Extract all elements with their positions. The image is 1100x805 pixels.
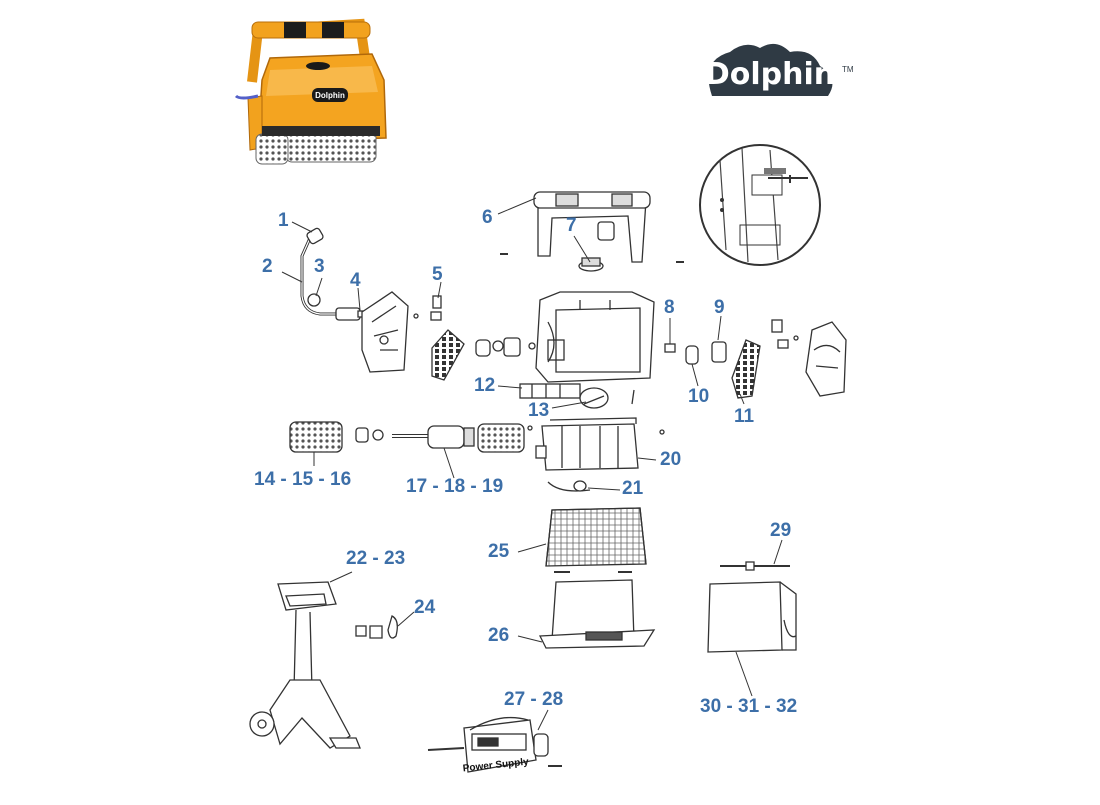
callout-5: 5 <box>432 264 443 285</box>
callout-30-31-32: 30 - 31 - 32 <box>700 696 798 717</box>
callout-4: 4 <box>350 270 361 291</box>
callout-10: 10 <box>688 386 710 407</box>
callout-8: 8 <box>664 297 675 318</box>
callout-25: 25 <box>488 541 510 562</box>
callout-29: 29 <box>770 520 792 541</box>
callout-11: 11 <box>734 406 755 427</box>
callout-1: 1 <box>278 210 289 231</box>
callout-12: 12 <box>474 375 496 396</box>
callout-7: 7 <box>566 215 577 236</box>
dolphin-logo: Dolphin TM <box>705 43 854 96</box>
callout-13: 13 <box>528 400 550 421</box>
line-art-parts <box>249 191 847 773</box>
leader-lines <box>281 197 783 731</box>
logo-wordmark: Dolphin <box>705 57 835 92</box>
callout-22-23: 22 - 23 <box>346 548 406 569</box>
detail-inset-circle <box>699 144 821 266</box>
callout-14-15-16: 14 - 15 - 16 <box>254 469 352 490</box>
callout-21: 21 <box>622 478 644 499</box>
callout-20: 20 <box>660 449 682 470</box>
callout-17-18-19: 17 - 18 - 19 <box>406 476 504 497</box>
callout-6: 6 <box>482 207 493 228</box>
callout-9: 9 <box>714 297 725 318</box>
callout-26: 26 <box>488 625 510 646</box>
callout-24: 24 <box>414 597 436 618</box>
callout-27-28: 27 - 28 <box>504 689 564 710</box>
product-photo-robot: Dolphin <box>234 18 387 165</box>
callout-2: 2 <box>262 256 273 277</box>
robot-badge: Dolphin <box>315 91 345 100</box>
callout-3: 3 <box>314 256 325 277</box>
logo-trademark: TM <box>842 65 854 74</box>
